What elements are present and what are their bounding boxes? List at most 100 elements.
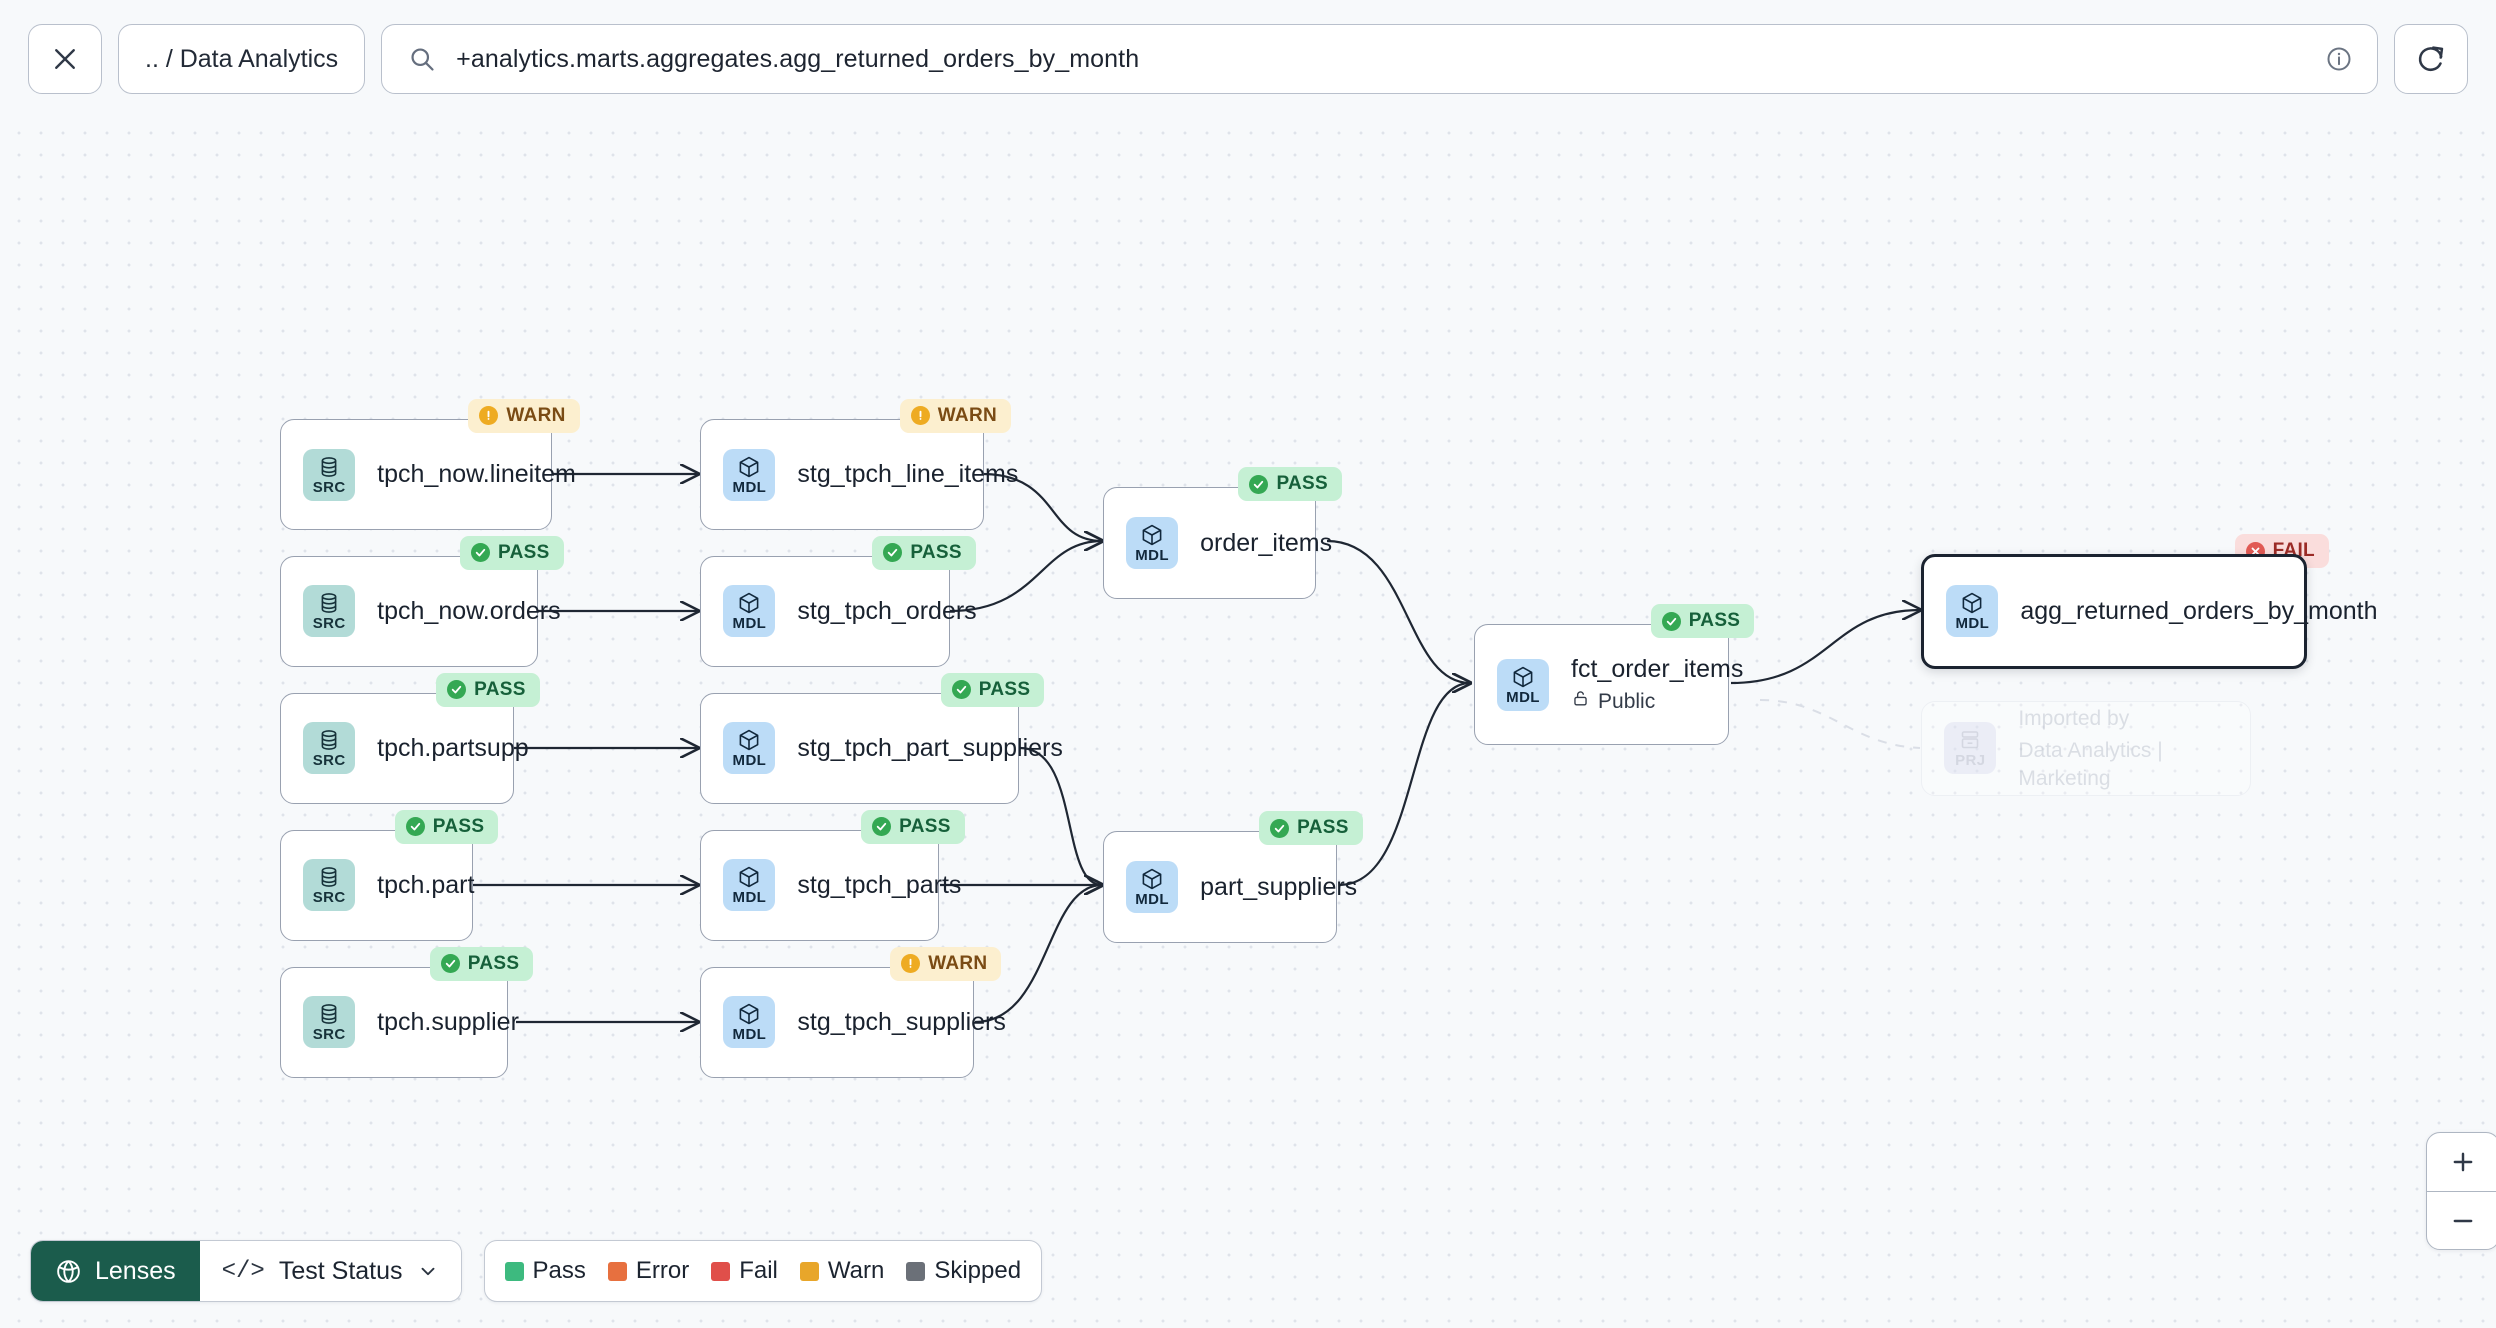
breadcrumb[interactable]: .. / Data Analytics xyxy=(118,24,366,94)
lineage-node[interactable]: MDL order_items xyxy=(1103,487,1333,599)
status-badge[interactable]: WARN xyxy=(899,398,1011,433)
node-label: stg_tpch_parts xyxy=(797,870,962,899)
status-badge[interactable]: WARN xyxy=(890,946,1002,981)
database-icon: SRC xyxy=(303,448,356,501)
lineage-node[interactable]: MDL stg_tpch_line_items xyxy=(700,418,1019,531)
status-badge[interactable]: WARN xyxy=(468,398,580,433)
lineage-node[interactable]: SRC tpch_now.orders xyxy=(280,555,561,668)
legend-swatch xyxy=(711,1261,731,1281)
database-icon: SRC xyxy=(303,585,356,638)
cube-icon: MDL xyxy=(1497,658,1550,711)
legend-label: Fail xyxy=(739,1257,778,1284)
refresh-button[interactable] xyxy=(2394,24,2468,94)
status-pass-icon xyxy=(447,680,467,700)
status-badge[interactable]: PASS xyxy=(1238,467,1342,502)
cube-icon: MDL xyxy=(1946,585,1999,638)
status-badge[interactable]: PASS xyxy=(1650,604,1755,639)
lineage-node[interactable]: SRC tpch.supplier xyxy=(280,966,519,1078)
status-badge-label: PASS xyxy=(474,678,526,700)
breadcrumb-label: .. / Data Analytics xyxy=(145,44,339,73)
node-label: stg_tpch_suppliers xyxy=(797,1007,1006,1036)
status-pass-icon xyxy=(440,954,460,974)
status-badge[interactable]: PASS xyxy=(940,672,1045,707)
database-icon: SRC xyxy=(303,859,356,912)
legend-item-skipped[interactable]: Skipped xyxy=(906,1257,1021,1285)
search-input[interactable]: +analytics.marts.aggregates.agg_returned… xyxy=(456,44,1140,73)
status-badge[interactable]: PASS xyxy=(394,809,499,844)
legend-item-warn[interactable]: Warn xyxy=(799,1257,884,1285)
node-label: stg_tpch_part_suppliers xyxy=(797,734,1063,762)
status-badge-label: WARN xyxy=(506,404,566,426)
zoom-out-button[interactable] xyxy=(2427,1191,2496,1249)
status-warn-icon xyxy=(901,954,921,974)
lineage-node[interactable]: MDL stg_tpch_suppliers xyxy=(700,966,1006,1078)
status-badge[interactable]: PASS xyxy=(429,946,534,981)
node-label: fct_order_items xyxy=(1571,655,1744,684)
info-icon[interactable] xyxy=(2325,45,2353,73)
status-badge[interactable]: PASS xyxy=(1259,811,1363,846)
legend-label: Pass xyxy=(532,1257,586,1284)
cube-icon: MDL xyxy=(723,859,776,912)
imported-by-label: Imported by xyxy=(2018,706,2130,730)
zoom-controls xyxy=(2426,1132,2496,1250)
unlock-icon xyxy=(1571,689,1590,714)
status-pass-icon xyxy=(872,817,892,837)
cube-icon: MDL xyxy=(1126,516,1179,569)
zoom-in-button[interactable] xyxy=(2427,1133,2496,1191)
node-label: tpch.supplier xyxy=(377,1007,519,1036)
status-badge-label: PASS xyxy=(467,952,520,974)
imported-by-project: Data Analytics | Marketing xyxy=(2018,739,2163,790)
status-pass-icon xyxy=(471,543,491,563)
minus-icon xyxy=(2453,1219,2473,1222)
status-badge-label: WARN xyxy=(937,404,997,426)
node-label: tpch_now.orders xyxy=(377,597,561,626)
node-label: tpch.partsupp xyxy=(377,734,529,762)
node-label: part_suppliers xyxy=(1200,872,1358,901)
cube-icon: MDL xyxy=(723,996,776,1049)
node-label: order_items xyxy=(1200,528,1333,557)
lenses-button[interactable]: Lenses xyxy=(31,1241,200,1301)
legend-label: Skipped xyxy=(934,1257,1022,1284)
legend-item-error[interactable]: Error xyxy=(607,1257,690,1285)
legend-item-fail[interactable]: Fail xyxy=(711,1257,778,1285)
status-badge[interactable]: PASS xyxy=(861,809,965,844)
node-label: stg_tpch_line_items xyxy=(797,460,1019,489)
project-icon: PRJ xyxy=(1944,722,1997,775)
status-pass-icon xyxy=(951,680,971,700)
status-warn-icon xyxy=(479,406,499,426)
status-pass-icon xyxy=(405,817,425,837)
status-badge-label: PASS xyxy=(899,815,951,837)
cube-icon: MDL xyxy=(1126,860,1179,913)
close-button[interactable] xyxy=(28,24,102,94)
refresh-icon xyxy=(2418,46,2444,72)
node-visibility-label: Public xyxy=(1598,689,1656,713)
test-status-dropdown[interactable]: </> Test Status xyxy=(199,1241,461,1301)
legend-label: Error xyxy=(635,1257,690,1284)
code-icon: </> xyxy=(221,1257,265,1285)
search-bar[interactable]: +analytics.marts.aggregates.agg_returned… xyxy=(381,24,2378,94)
status-badge-label: PASS xyxy=(1276,473,1328,495)
lenses-label: Lenses xyxy=(95,1256,176,1285)
status-pass-icon xyxy=(1270,818,1290,838)
lineage-node[interactable]: MDL stg_tpch_parts xyxy=(700,829,962,942)
legend-swatch xyxy=(607,1261,627,1281)
cube-icon: MDL xyxy=(723,448,776,501)
status-badge[interactable]: PASS xyxy=(436,672,540,707)
status-badge-label: PASS xyxy=(1688,610,1741,632)
test-status-label: Test Status xyxy=(278,1256,403,1285)
legend-item-pass[interactable]: Pass xyxy=(504,1257,586,1285)
lenses-control-group: Lenses </> Test Status xyxy=(30,1240,462,1302)
database-icon: SRC xyxy=(303,996,356,1049)
status-badge[interactable]: PASS xyxy=(460,535,564,570)
lineage-node[interactable]: MDL part_suppliers xyxy=(1103,831,1358,943)
status-badge[interactable]: PASS xyxy=(872,535,976,570)
